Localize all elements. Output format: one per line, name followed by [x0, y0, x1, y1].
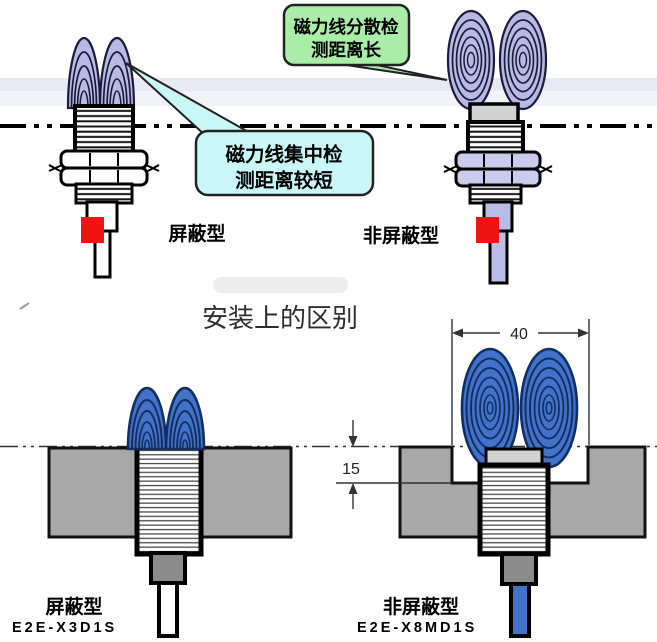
stray-mark [19, 302, 30, 310]
washer-wing [538, 165, 553, 174]
dimension-width: 40 [451, 319, 590, 445]
bottom-shielded-label: 屏蔽型 [45, 595, 102, 618]
washer-wing [443, 165, 458, 174]
arrowhead-up [348, 483, 358, 494]
field-dome [98, 36, 136, 110]
hex-nut-row [59, 149, 149, 170]
connector-body [149, 551, 187, 585]
callout-concentrated: 磁力线集中检 测距离较短 [194, 129, 375, 197]
sensor-barrel-threaded [477, 462, 551, 557]
callout-text-line1: 磁力线集中检 [225, 143, 343, 166]
field-ring [76, 78, 92, 109]
field-ring [141, 431, 153, 450]
washer-wing [48, 164, 63, 173]
magnetic-field-domes-lavender [66, 36, 136, 110]
field-ring [529, 367, 569, 449]
callout-text-line1: 磁力线分散检 [294, 17, 399, 37]
field-ring [479, 385, 501, 431]
field-ring [181, 439, 189, 450]
field-ring [169, 399, 201, 450]
field-ring [102, 51, 132, 109]
field-ring [483, 394, 497, 422]
field-ring [73, 65, 95, 109]
field-ring [455, 27, 487, 93]
field-ring [486, 401, 494, 415]
field-dome [66, 36, 102, 110]
watermark-smudge [213, 277, 348, 293]
bottom-unshielded-model: E2E-X8MD1S [357, 620, 477, 636]
hex-nuts [443, 150, 553, 188]
field-dome [126, 386, 168, 451]
field-ring [138, 421, 156, 450]
field-ring [451, 19, 491, 101]
field-ring [538, 385, 560, 431]
field-ring [542, 394, 556, 422]
cable [157, 581, 179, 638]
sensor-cap [468, 102, 520, 124]
arrowhead-down [348, 436, 358, 447]
field-ring [172, 410, 198, 450]
arrowhead-right [578, 328, 589, 338]
dimension-depth-value: 15 [342, 461, 360, 478]
field-ring [518, 51, 528, 69]
field-ellipse [498, 9, 548, 111]
field-ring [176, 421, 194, 450]
field-ring [459, 36, 483, 84]
sensor-barrel-lower [468, 183, 523, 205]
top-shielded-sensor [48, 36, 160, 279]
sensor-barrel-threaded [134, 445, 204, 557]
field-ring [106, 65, 128, 109]
callout-bubble [282, 3, 411, 67]
bottom-shielded-model: E2E-X3D1S [12, 620, 117, 636]
sensor-barrel-threaded [73, 104, 135, 154]
field-ring [474, 376, 506, 440]
red-indicator [476, 217, 499, 243]
bottom-unshielded-assembly: 40 [336, 319, 647, 638]
callout-text-line2: 测距离长 [311, 40, 381, 60]
field-ring [507, 27, 539, 93]
bottom-unshielded-label: 非屏蔽型 [383, 595, 459, 618]
dimension-depth: 15 [336, 420, 452, 509]
field-ring [109, 78, 125, 109]
field-ring [143, 439, 151, 450]
field-ring [533, 376, 565, 440]
sensor-barrel-lower [74, 182, 134, 205]
hex-nut-row [454, 167, 542, 188]
bottom-shielded-assembly: 屏蔽型 E2E-X3D1S [12, 386, 293, 638]
connector-body [500, 552, 538, 586]
field-ring [70, 51, 98, 109]
field-ring [524, 357, 574, 459]
field-ring [463, 44, 479, 76]
hex-nut-row [59, 166, 149, 187]
sensor-barrel-threaded [466, 120, 525, 155]
cable [509, 582, 531, 638]
section-title: 安装上的区别 [202, 303, 358, 333]
top-shielded-label: 屏蔽型 [168, 222, 225, 245]
field-ring [515, 44, 531, 76]
field-ring [79, 90, 89, 109]
callout-text-line2: 测距离较短 [235, 169, 333, 192]
field-ring [511, 36, 535, 84]
callout-dispersed: 磁力线分散检 测距离长 [282, 3, 411, 67]
field-ring [112, 90, 122, 109]
field-ring [503, 19, 543, 101]
top-unshielded-label: 非屏蔽型 [363, 224, 439, 247]
field-ring [466, 51, 476, 69]
field-ring [545, 401, 553, 415]
washer-wing [145, 164, 160, 173]
field-ring [131, 399, 163, 450]
hex-nut-row [454, 150, 542, 171]
field-ring [179, 431, 191, 450]
hex-nuts [48, 149, 160, 187]
field-ellipse [446, 9, 496, 111]
dimension-width-value: 40 [510, 326, 528, 343]
magnetic-field-domes-blue [126, 386, 206, 451]
red-indicator [81, 217, 104, 243]
arrowhead-left [452, 328, 463, 338]
callout-bubble [194, 129, 375, 197]
field-dome [164, 386, 206, 451]
top-unshielded-sensor [443, 9, 553, 285]
field-ring [134, 410, 160, 450]
